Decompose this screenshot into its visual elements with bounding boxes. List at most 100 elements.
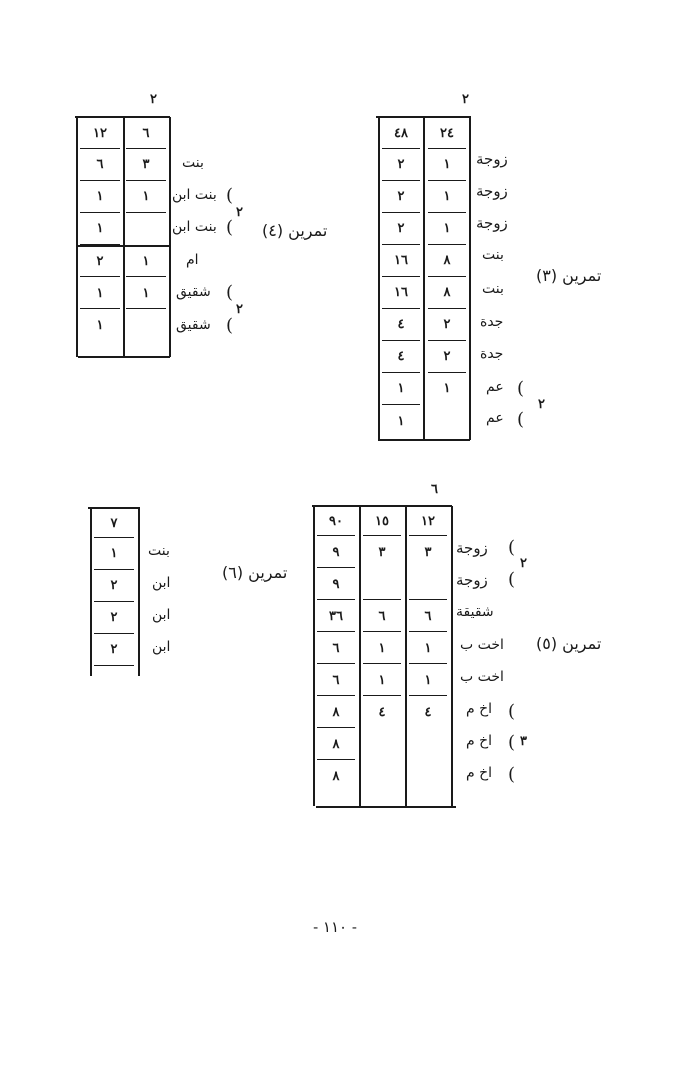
ex4-brace: ( <box>226 315 234 336</box>
ex5-brace: ( <box>508 537 516 558</box>
ex5-brace: ( <box>508 764 516 785</box>
ex6-heir-label: ابن <box>152 639 171 655</box>
ex5-heir-label: اخ م <box>466 701 493 717</box>
ex5-brace: ( <box>508 701 516 722</box>
ex4-heir-label: شقيق <box>176 284 211 300</box>
ex3-heir-label: زوجة <box>476 214 508 232</box>
ex5-cell: ١ <box>424 673 432 688</box>
ex5-cell: ١ <box>424 641 432 656</box>
ex5-brace: ( <box>508 732 516 753</box>
ex3-cell: ٢ <box>443 349 451 364</box>
ex5-cell: ٨ <box>332 737 340 752</box>
ex3-bottom-rule <box>378 439 470 441</box>
page-number: - ١١٠ - <box>313 918 357 936</box>
ex4-heir-label: بنت <box>182 155 204 171</box>
ex5-heir-label: زوجة <box>456 571 488 589</box>
ex3-cell: ١ <box>397 381 405 396</box>
ex4-cell: ٣ <box>142 157 150 172</box>
ex3-heir-label: زوجة <box>476 182 508 200</box>
ex5-cell: ٤ <box>424 705 432 720</box>
ex3-head-col2: ٤٨ <box>394 126 408 141</box>
ex5-right-border <box>451 506 453 806</box>
ex4-right-border <box>169 117 171 357</box>
ex5-brace: ( <box>508 569 516 590</box>
ex3-heir-label: عم <box>486 379 504 395</box>
ex3-cell: ٤ <box>397 349 405 364</box>
ex5-border <box>405 506 407 806</box>
ex4-head-col1: ٦ <box>142 126 150 141</box>
ex3-cell: ٨ <box>443 253 451 268</box>
ex3-cell: ٢ <box>397 157 405 172</box>
ex4-bottom-rule <box>78 356 170 358</box>
ex3-heir-label: زوجة <box>476 150 508 168</box>
ex5-heir-label: اخت ب <box>460 637 504 653</box>
ex6-cell: ٢ <box>110 642 118 657</box>
ex3-heir-label: جدة <box>480 346 504 362</box>
ex6-left-border <box>90 508 92 676</box>
ex3-cell: ١ <box>443 221 451 236</box>
ex5-cell: ١ <box>378 673 386 688</box>
ex3-cell: ٢ <box>397 189 405 204</box>
ex5-border <box>359 506 361 806</box>
ex3-cell: ٤ <box>397 317 405 332</box>
ex3-cell: ١ <box>443 381 451 396</box>
ex4-cell: ١ <box>142 189 150 204</box>
ex4-brace: ( <box>226 282 234 303</box>
ex3-left-border <box>378 117 380 440</box>
ex5-heir-label: اخ م <box>466 733 493 749</box>
ex5-group-mark: ٢ <box>520 556 527 571</box>
ex6-heir-label: ابن <box>152 607 171 623</box>
ex5-cell: ٩ <box>332 545 340 560</box>
ex4-head-col2: ١٢ <box>93 126 107 141</box>
ex3-cell: ١٦ <box>394 253 408 268</box>
ex3-middle-border <box>423 117 425 440</box>
ex4-cell: ١ <box>96 221 104 236</box>
ex4-brace: ( <box>226 185 234 206</box>
ex5-cell: ٣٦ <box>329 609 343 624</box>
ex5-cell: ٨ <box>332 705 340 720</box>
ex5-cell: ٨ <box>332 769 340 784</box>
ex4-group-mark: ٢ <box>236 205 243 220</box>
ex3-right-border <box>469 117 471 440</box>
ex3-cell: ٢ <box>397 221 405 236</box>
ex3-brace: ( <box>517 409 525 430</box>
ex3-cell: ٢ <box>443 317 451 332</box>
ex5-group-mark: ٣ <box>520 734 527 749</box>
ex3-cell: ١ <box>443 157 451 172</box>
ex5-cell: ٦ <box>332 673 340 688</box>
ex5-head-col3: ٩٠ <box>329 514 343 529</box>
ex3-top-mark: ٢ <box>462 92 469 107</box>
ex4-group-mark: ٢ <box>236 302 243 317</box>
ex5-head-col2: ١٥ <box>375 514 389 529</box>
ex4-heir-label: بنت ابن <box>172 187 217 203</box>
ex6-head: ٧ <box>110 516 118 531</box>
ex4-top-mark: ٢ <box>150 92 157 107</box>
ex5-cell: ٤ <box>378 705 386 720</box>
ex6-heir-label: ابن <box>152 575 171 591</box>
ex4-cell: ١ <box>96 318 104 333</box>
ex6-heir-label: بنت <box>148 543 170 559</box>
ex3-cell: ٨ <box>443 285 451 300</box>
ex5-title: تمرين (٥) <box>536 634 602 653</box>
ex5-heir-label: شقيقة <box>456 604 494 620</box>
ex3-heir-label: بنت <box>482 281 504 297</box>
ex3-head-col1: ٢٤ <box>440 126 454 141</box>
ex6-cell: ٢ <box>110 578 118 593</box>
ex5-head-col1: ١٢ <box>421 514 435 529</box>
ex4-top-rule <box>75 116 170 118</box>
ex4-cell: ١ <box>142 286 150 301</box>
ex3-group-mark: ٢ <box>538 397 545 412</box>
ex5-cell: ٣ <box>378 545 386 560</box>
ex4-brace: ( <box>226 217 234 238</box>
ex4-cell: ٢ <box>96 254 104 269</box>
ex4-left-border <box>76 117 78 357</box>
ex4-middle-border <box>123 117 125 357</box>
ex5-cell: ٣ <box>424 545 432 560</box>
ex3-cell: ١ <box>443 189 451 204</box>
ex5-heir-label: اخت ب <box>460 669 504 685</box>
ex5-cell: ٩ <box>332 577 340 592</box>
ex6-cell: ٢ <box>110 610 118 625</box>
ex5-heir-label: اخ م <box>466 765 493 781</box>
ex3-brace: ( <box>517 378 525 399</box>
ex5-left-border <box>313 506 315 806</box>
